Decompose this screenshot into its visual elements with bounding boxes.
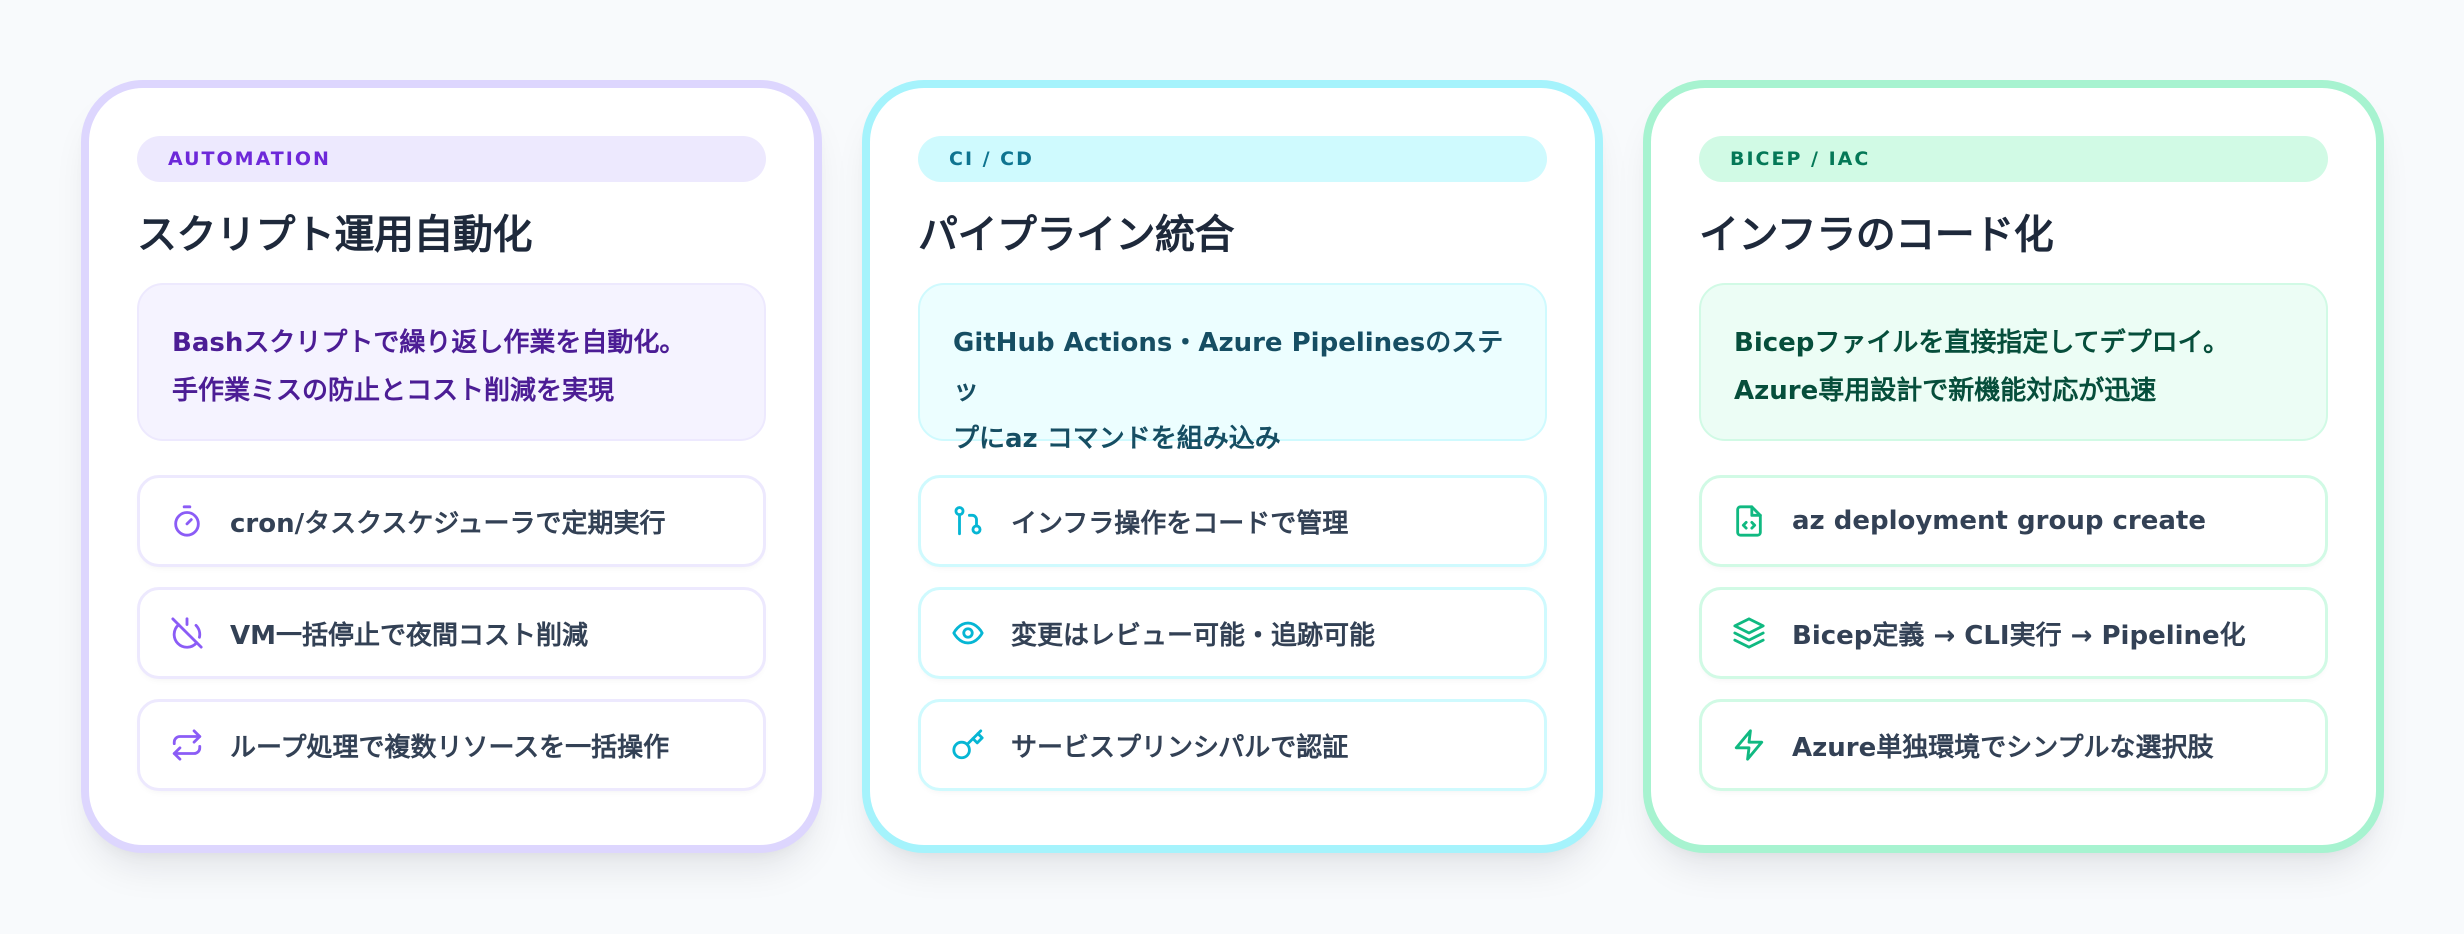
feature-item: cron/タスクスケジューラで定期実行 bbox=[137, 475, 766, 567]
zap-icon bbox=[1732, 728, 1766, 762]
description-line: Bicepファイルを直接指定してデプロイ。 bbox=[1734, 328, 2230, 358]
feature-list: cron/タスクスケジューラで定期実行 VM一括停止で夜間コスト削減 ループ処理… bbox=[137, 475, 766, 791]
feature-item: VM一括停止で夜間コスト削減 bbox=[137, 587, 766, 679]
feature-list: az deployment group create Bicep定義 → CLI… bbox=[1699, 475, 2328, 791]
feature-item: インフラ操作をコードで管理 bbox=[918, 475, 1547, 567]
feature-item: Azure単独環境でシンプルな選択肢 bbox=[1699, 699, 2328, 791]
feature-label: ループ処理で複数リソースを一括操作 bbox=[230, 732, 670, 763]
eye-icon bbox=[951, 616, 985, 650]
feature-label: サービスプリンシパルで認証 bbox=[1011, 732, 1349, 763]
repeat-icon bbox=[170, 728, 204, 762]
description-line: 手作業ミスの防止とコスト削減を実現 bbox=[172, 376, 615, 406]
card-automation: AUTOMATION スクリプト運用自動化 Bashスクリプトで繰り返し作業を自… bbox=[81, 80, 822, 853]
layers-icon bbox=[1732, 616, 1766, 650]
description-line: プにaz コマンドを組み込み bbox=[953, 424, 1281, 454]
power-off-icon bbox=[170, 616, 204, 650]
card-description: GitHub Actions・Azure Pipelinesのステッ プにaz … bbox=[918, 283, 1547, 454]
description-line: GitHub Actions・Azure Pipelinesのステッ bbox=[953, 328, 1504, 406]
feature-item: 変更はレビュー可能・追跡可能 bbox=[918, 587, 1547, 679]
card-title: スクリプト運用自動化 bbox=[137, 212, 533, 258]
feature-label: インフラ操作をコードで管理 bbox=[1011, 508, 1349, 539]
category-badge: BICEP / IAC bbox=[1699, 136, 2328, 182]
feature-label: az deployment group create bbox=[1792, 506, 2206, 536]
card-title: パイプライン統合 bbox=[918, 212, 1235, 258]
card-ci-cd: CI / CD パイプライン統合 GitHub Actions・Azure Pi… bbox=[862, 80, 1603, 853]
feature-item: サービスプリンシパルで認証 bbox=[918, 699, 1547, 791]
category-badge: AUTOMATION bbox=[137, 136, 766, 182]
feature-label: VM一括停止で夜間コスト削減 bbox=[230, 620, 588, 651]
git-pull-request-icon bbox=[951, 504, 985, 538]
feature-item: Bicep定義 → CLI実行 → Pipeline化 bbox=[1699, 587, 2328, 679]
feature-list: インフラ操作をコードで管理 変更はレビュー可能・追跡可能 サービスプリンシパルで… bbox=[918, 475, 1547, 791]
feature-item: ループ処理で複数リソースを一括操作 bbox=[137, 699, 766, 791]
feature-label: 変更はレビュー可能・追跡可能 bbox=[1011, 620, 1376, 651]
card-description: Bashスクリプトで繰り返し作業を自動化。 手作業ミスの防止とコスト削減を実現 bbox=[137, 283, 766, 441]
card-bicep-iac: BICEP / IAC インフラのコード化 Bicepファイルを直接指定してデプ… bbox=[1643, 80, 2384, 853]
feature-item: az deployment group create bbox=[1699, 475, 2328, 567]
feature-label: Bicep定義 → CLI実行 → Pipeline化 bbox=[1792, 620, 2246, 651]
category-badge: CI / CD bbox=[918, 136, 1547, 182]
card-description: Bicepファイルを直接指定してデプロイ。 Azure専用設計で新機能対応が迅速 bbox=[1699, 283, 2328, 441]
description-line: Bashスクリプトで繰り返し作業を自動化。 bbox=[172, 328, 686, 358]
card-title: インフラのコード化 bbox=[1699, 212, 2054, 258]
description-line: Azure専用設計で新機能対応が迅速 bbox=[1734, 376, 2157, 406]
feature-label: Azure単独環境でシンプルな選択肢 bbox=[1792, 732, 2214, 763]
timer-icon bbox=[170, 504, 204, 538]
feature-label: cron/タスクスケジューラで定期実行 bbox=[230, 508, 666, 539]
file-code-icon bbox=[1732, 504, 1766, 538]
key-icon bbox=[951, 728, 985, 762]
